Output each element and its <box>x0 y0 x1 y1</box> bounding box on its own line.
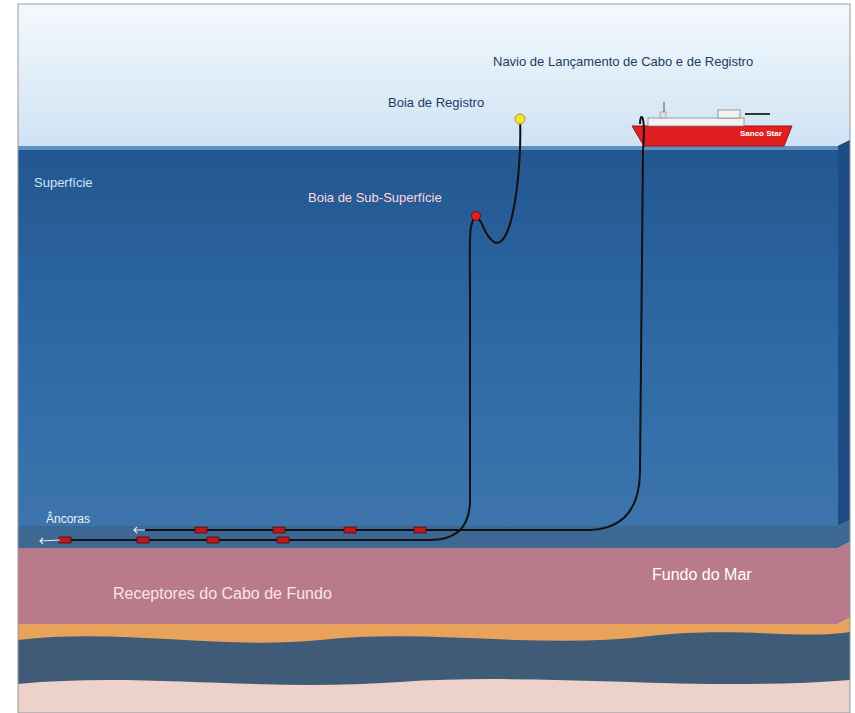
anchors <box>40 527 145 544</box>
surface-label: Superfície <box>34 176 93 191</box>
receiver-label: Receptores do Cabo de Fundo <box>113 585 332 603</box>
record-buoy <box>515 114 525 124</box>
seafloor-label: Fundo do Mar <box>652 566 752 584</box>
sky <box>18 4 850 146</box>
seafloor-band <box>18 520 850 548</box>
deep-layer <box>18 679 850 713</box>
anchor-label: Âncoras <box>46 513 90 527</box>
ship-name: Sanco Star <box>740 129 782 138</box>
subsurface-buoy <box>472 212 481 221</box>
ship <box>632 102 792 146</box>
water <box>18 140 850 526</box>
buoy-label: Boia de Registro <box>388 96 484 111</box>
water-side <box>838 140 850 526</box>
cable-from-ship <box>145 117 644 530</box>
water-surface <box>18 146 838 150</box>
subsurface-buoy-label: Boia de Sub-Superfície <box>308 191 442 206</box>
frame <box>18 4 850 713</box>
receivers <box>59 527 426 543</box>
cable-from-buoy <box>60 120 520 540</box>
sediment-layer <box>18 542 850 624</box>
ship-label: Navio de Lançamento de Cabo e de Registr… <box>493 55 753 70</box>
